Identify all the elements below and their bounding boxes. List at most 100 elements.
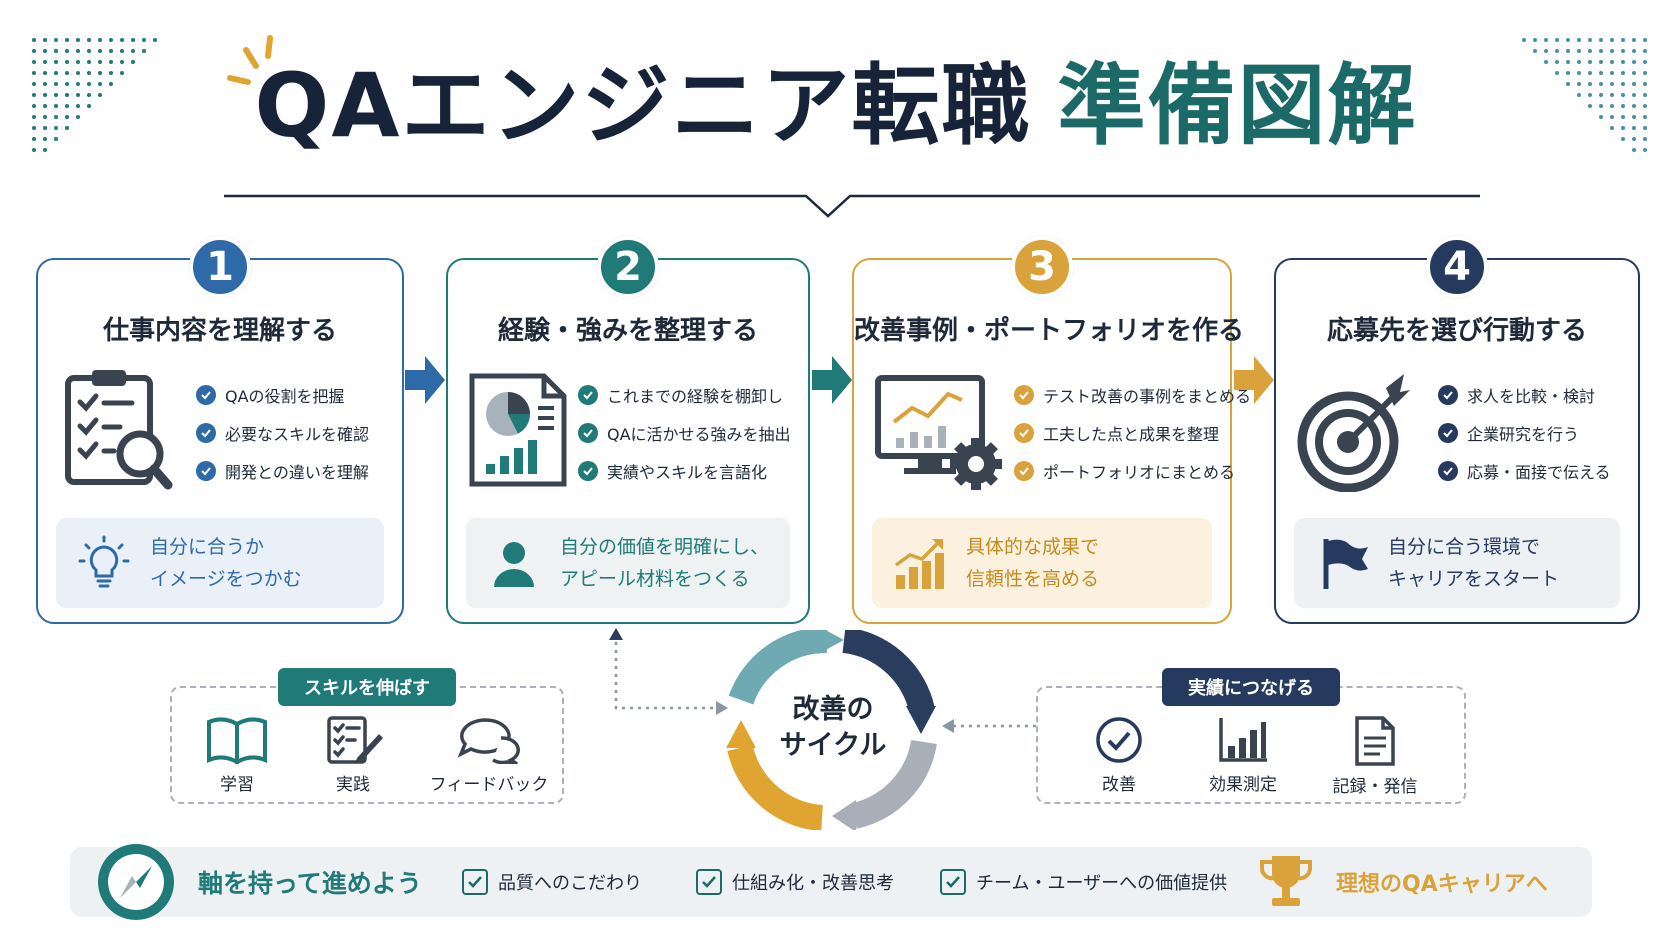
- title-underline: [224, 194, 1480, 218]
- decor-dot: [32, 115, 36, 119]
- decor-dot: [1621, 38, 1625, 42]
- decor-dot: [65, 49, 69, 53]
- decor-dot: [1577, 93, 1581, 97]
- arrow-right-icon: [812, 356, 852, 404]
- checkbox-icon: [696, 869, 722, 895]
- check-item: 応募・面接で伝える: [1438, 452, 1611, 490]
- book-icon: [207, 717, 267, 764]
- decor-dot: [1610, 104, 1614, 108]
- check-item: QAに活かせる強みを抽出: [578, 414, 791, 452]
- check-item: QAの役割を把握: [196, 376, 369, 414]
- improvement-cycle-diagram: [726, 630, 937, 830]
- growth-chart-icon: [894, 539, 944, 589]
- clipboard-magnifier-icon: [65, 370, 173, 490]
- decor-dot: [65, 60, 69, 64]
- decor-dot: [1577, 71, 1581, 75]
- decor-dot: [120, 60, 124, 64]
- title-accent: 準備図解: [1057, 54, 1418, 157]
- decor-dot: [1588, 71, 1592, 75]
- check-item: 実績やスキルを言語化: [578, 452, 791, 490]
- arrow-right-icon: [1234, 356, 1274, 404]
- decor-dot: [1643, 104, 1647, 108]
- check-icon: [1014, 461, 1034, 481]
- check-list: QAの役割を把握 必要なスキルを確認 開発との違いを理解: [196, 376, 369, 490]
- decor-dot: [1632, 71, 1636, 75]
- check-item: 求人を比較・検討: [1438, 376, 1611, 414]
- decor-dot: [98, 49, 102, 53]
- chat-bubbles-icon: [457, 718, 520, 764]
- decor-dot: [54, 93, 58, 97]
- decor-dot: [1632, 93, 1636, 97]
- decor-dot: [1610, 49, 1614, 53]
- decor-dot: [87, 82, 91, 86]
- decor-dot: [76, 93, 80, 97]
- decor-dot: [1544, 38, 1548, 42]
- decor-dot: [1643, 49, 1647, 53]
- flag-icon: [1323, 539, 1368, 589]
- results-group-label: 実績につなげる: [1162, 668, 1340, 706]
- decor-dot: [1588, 60, 1592, 64]
- decor-dot: [1533, 38, 1537, 42]
- person-icon: [494, 542, 534, 587]
- cycle-connector-right: [942, 719, 1036, 733]
- decor-dot: [1610, 71, 1614, 75]
- step-note-text: 具体的な成果で 信頼性を高める: [966, 536, 1100, 590]
- decor-dot: [1555, 60, 1559, 64]
- decor-dot: [98, 93, 102, 97]
- decor-dot: [43, 60, 47, 64]
- decor-dot: [76, 104, 80, 108]
- decor-dot: [54, 49, 58, 53]
- decor-dot: [1632, 82, 1636, 86]
- step-number-badge: 4: [1426, 236, 1488, 298]
- decor-dot: [1599, 93, 1603, 97]
- title-main: QAエンジニア転職: [254, 54, 1032, 157]
- decor-dot: [109, 49, 113, 53]
- decor-dot: [1643, 93, 1647, 97]
- decor-dot: [43, 38, 47, 42]
- decor-dot: [87, 38, 91, 42]
- decor-dot: [43, 49, 47, 53]
- decor-dot: [1599, 38, 1603, 42]
- decor-dot: [109, 82, 113, 86]
- decor-dot: [98, 82, 102, 86]
- decor-dot: [65, 115, 69, 119]
- skill-item: フィードバック: [424, 716, 554, 795]
- decor-dot: [43, 148, 47, 152]
- step-number-badge: 3: [1011, 236, 1073, 298]
- bottom-value: チーム・ユーザーへの価値提供: [940, 847, 1227, 917]
- decor-dot: [1577, 49, 1581, 53]
- decor-dot: [32, 38, 36, 42]
- decor-dot: [1599, 115, 1603, 119]
- check-item: これまでの経験を棚卸し: [578, 376, 791, 414]
- decor-dot: [1577, 38, 1581, 42]
- decor-dot: [1566, 82, 1570, 86]
- result-item: 改善: [1064, 716, 1174, 795]
- check-circle-icon: [1096, 717, 1142, 763]
- decor-dot: [54, 115, 58, 119]
- decor-dot: [32, 104, 36, 108]
- target-arrow-icon: [1297, 374, 1410, 492]
- decor-dot: [98, 38, 102, 42]
- decor-dot: [1632, 38, 1636, 42]
- skills-group-label: スキルを伸ばす: [278, 668, 456, 706]
- decor-dot: [1555, 71, 1559, 75]
- decor-dot: [142, 49, 146, 53]
- decor-dot: [32, 126, 36, 130]
- decor-dot: [153, 38, 157, 42]
- decor-dot: [76, 49, 80, 53]
- decor-dot: [43, 71, 47, 75]
- decor-dot: [1544, 60, 1548, 64]
- decor-dot: [1566, 38, 1570, 42]
- step-note: 自分に合う環境で キャリアをスタート: [1294, 518, 1620, 608]
- step-note: 具体的な成果で 信頼性を高める: [872, 518, 1212, 608]
- check-item: 工夫した点と成果を整理: [1014, 414, 1251, 452]
- step-note: 自分に合うか イメージをつかむ: [56, 518, 384, 608]
- decor-dot: [65, 82, 69, 86]
- check-list: 求人を比較・検討 企業研究を行う 応募・面接で伝える: [1438, 376, 1611, 490]
- check-icon: [578, 423, 598, 443]
- step-card-1: 1 仕事内容を理解する QAの役割を把握 必要なスキルを確認 開発との違いを理解…: [36, 236, 404, 624]
- decor-dot: [1566, 49, 1570, 53]
- report-document-icon: [469, 373, 567, 487]
- decor-dot: [1632, 126, 1636, 130]
- decor-dot: [1566, 60, 1570, 64]
